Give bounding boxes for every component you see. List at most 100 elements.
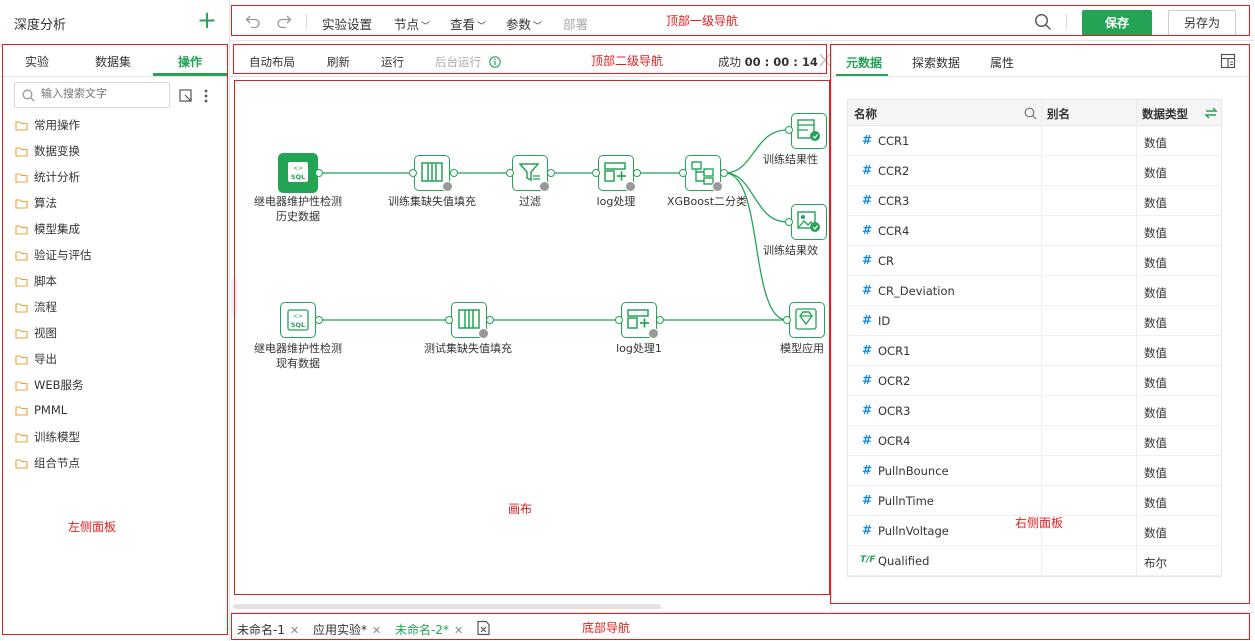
output-port[interactable] (315, 316, 323, 324)
output-port[interactable] (656, 316, 664, 324)
output-port[interactable] (633, 169, 641, 177)
node-n6[interactable] (791, 113, 827, 149)
menu-experiment-settings[interactable]: 实验设置 (322, 17, 373, 32)
node-label: log处理1 (616, 342, 662, 355)
info-icon[interactable] (488, 56, 501, 68)
tab-dataset[interactable]: 数据集 (94, 55, 131, 69)
output-port[interactable] (450, 169, 458, 177)
folder-item[interactable]: 算法 (15, 195, 57, 211)
menu-node[interactable]: 节点﹀ (394, 14, 430, 33)
tab-metadata[interactable]: 元数据 (846, 56, 883, 70)
locate-icon[interactable] (179, 89, 193, 103)
node-n1[interactable]: <>SQL (278, 153, 318, 193)
input-port[interactable] (409, 169, 417, 177)
input-port[interactable] (592, 169, 600, 177)
input-port[interactable] (506, 169, 514, 177)
bottom-tab[interactable]: 未命名-1✕ (237, 621, 299, 638)
menu-deploy[interactable]: 部署 (563, 17, 589, 32)
collapse-left-handle[interactable] (231, 278, 237, 318)
refresh-button[interactable]: 刷新 (327, 55, 350, 69)
folder-item[interactable]: 统计分析 (15, 169, 80, 185)
input-port[interactable] (783, 316, 791, 324)
node-n7[interactable] (791, 204, 827, 240)
folder-item[interactable]: PMML (15, 403, 67, 417)
input-port[interactable] (445, 316, 453, 324)
close-icon[interactable]: ✕ (289, 624, 300, 637)
workflow-canvas[interactable]: <>SQL 继电器维护性检测历史数据 训练集缺失值填充 过滤 log处理 XGB… (234, 80, 830, 594)
close-icon[interactable]: ✕ (372, 624, 382, 637)
more-vertical-icon[interactable] (203, 88, 209, 104)
close-icon[interactable]: ✕ (453, 624, 464, 637)
run-status: 成功 00 : 00 : 14 (718, 54, 818, 70)
add-tab-icon[interactable] (476, 620, 491, 636)
folder-item[interactable]: 训练模型 (15, 429, 80, 445)
search-box[interactable] (14, 82, 170, 108)
folder-item[interactable]: 流程 (15, 299, 57, 315)
node-n2[interactable] (414, 155, 450, 191)
add-button[interactable]: + (196, 6, 218, 34)
tab-experiment[interactable]: 实验 (24, 55, 49, 69)
save-button[interactable]: 保存 (1082, 10, 1152, 36)
log-transform-icon (604, 162, 626, 182)
input-port[interactable] (785, 126, 793, 134)
menu-view[interactable]: 查看﹀ (450, 14, 486, 33)
folder-item[interactable]: 验证与评估 (15, 247, 92, 263)
node-n8[interactable]: <>SQL (280, 302, 316, 338)
input-port[interactable] (679, 169, 687, 177)
folder-item[interactable]: 导出 (15, 351, 57, 367)
tab-properties[interactable]: 属性 (990, 56, 1015, 70)
folder-item[interactable]: WEB服务 (15, 377, 84, 393)
output-port[interactable] (547, 169, 555, 177)
horizontal-scrollbar[interactable] (233, 604, 661, 609)
output-port[interactable] (720, 169, 728, 177)
search-icon[interactable] (1034, 13, 1052, 31)
folder-item[interactable]: 视图 (15, 325, 57, 341)
folder-item[interactable]: 常用操作 (15, 117, 80, 133)
tab-explore-data[interactable]: 探索数据 (912, 56, 961, 70)
menu-params[interactable]: 参数﹀ (506, 14, 542, 33)
folder-icon (15, 198, 28, 209)
run-button[interactable]: 运行 (381, 55, 404, 69)
search-icon[interactable] (1024, 107, 1037, 120)
folder-item[interactable]: 数据变换 (15, 143, 80, 159)
background-run-button[interactable]: 后台运行 (435, 54, 501, 70)
redo-icon[interactable] (276, 14, 292, 28)
output-port[interactable] (486, 316, 494, 324)
search-input[interactable] (41, 87, 161, 100)
folder-item[interactable]: 组合节点 (15, 455, 80, 471)
input-port[interactable] (785, 218, 793, 226)
output-port[interactable] (315, 169, 323, 177)
bottom-tab[interactable]: 应用实验*✕ (313, 621, 381, 638)
folder-icon (15, 224, 28, 235)
undo-icon[interactable] (245, 14, 261, 28)
bottom-tab[interactable]: 未命名-2*✕ (395, 621, 463, 638)
layout-toggle-icon[interactable] (1220, 53, 1236, 69)
tab-operation[interactable]: 操作 (177, 55, 202, 69)
boolean-type-icon: T/F (860, 555, 876, 565)
auto-layout-button[interactable]: 自动布局 (249, 55, 295, 69)
swap-icon[interactable] (1204, 106, 1218, 120)
annotation-top-nav: 顶部一级导航 (666, 14, 739, 28)
column-header-alias: 别名 (1047, 107, 1070, 121)
folder-item[interactable]: 模型集成 (15, 221, 80, 237)
save-as-button[interactable]: 另存为 (1168, 10, 1236, 36)
collapse-panel-icon[interactable] (818, 52, 832, 68)
folder-item[interactable]: 脚本 (15, 273, 57, 289)
input-port[interactable] (615, 316, 623, 324)
node-n11[interactable] (789, 302, 825, 338)
